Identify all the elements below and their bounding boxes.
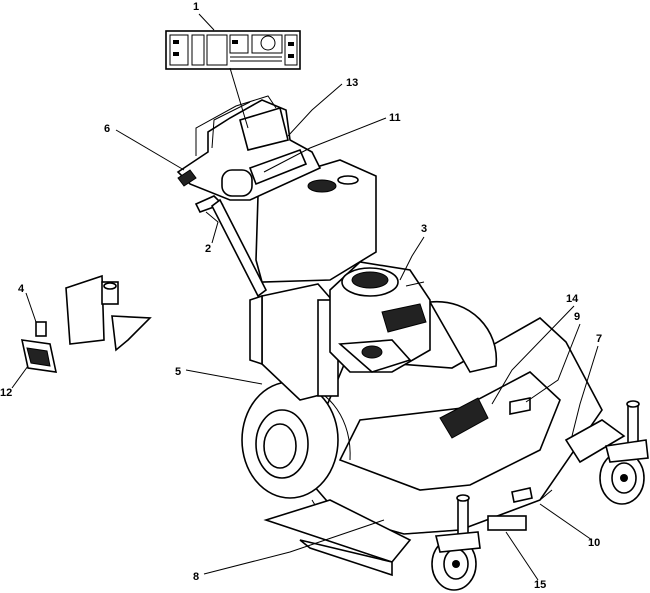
handle-assembly: [176, 95, 322, 298]
leader-line-2: [205, 211, 219, 244]
callout-5: 5: [175, 366, 181, 378]
callout-14: 14: [566, 293, 579, 305]
caster-wheel-front: [431, 494, 481, 591]
engine: [329, 261, 431, 373]
leader-line-1: [229, 67, 249, 129]
fuel-tank: [255, 159, 377, 283]
decal-12: [20, 339, 58, 373]
callout-1: 1: [193, 1, 199, 13]
callout-15: 15: [534, 579, 546, 591]
leader-line-7: [571, 345, 599, 437]
callout-11: 11: [389, 112, 401, 124]
guard-bracket: [65, 274, 152, 352]
callout-2: 2: [205, 243, 211, 255]
leader-line-11: [263, 117, 387, 173]
leader-line-5: [185, 369, 263, 385]
callout-6: 6: [104, 123, 110, 135]
decal-4: [35, 321, 47, 337]
decal-sheet: [165, 30, 301, 70]
callout-10: 10: [588, 537, 600, 549]
leader-line-8: [203, 519, 385, 575]
leader-line-13: [287, 83, 343, 137]
callout-8: 8: [193, 571, 199, 583]
leader-line-4: [25, 292, 37, 323]
leader-line-15: [505, 531, 539, 581]
leader-lines: [11, 13, 599, 581]
leader-line-14: [491, 305, 575, 405]
leader-line-12: [11, 365, 29, 389]
callout-7: 7: [596, 333, 602, 345]
leader-line-9: [525, 323, 581, 403]
leader-line-3: [399, 236, 425, 281]
callout-13: 13: [346, 77, 358, 89]
leader-line-6: [115, 129, 185, 171]
right-drive-wheel: [428, 300, 498, 373]
callout-12: 12: [0, 387, 12, 399]
callout-3: 3: [421, 223, 427, 235]
caster-wheel-right: [599, 400, 649, 505]
leader-line-1: [198, 13, 215, 31]
drive-wheel: [241, 381, 351, 499]
callout-9: 9: [574, 311, 580, 323]
leader-line-10: [539, 503, 593, 541]
callout-4: 4: [18, 283, 25, 295]
frame: [249, 283, 339, 401]
